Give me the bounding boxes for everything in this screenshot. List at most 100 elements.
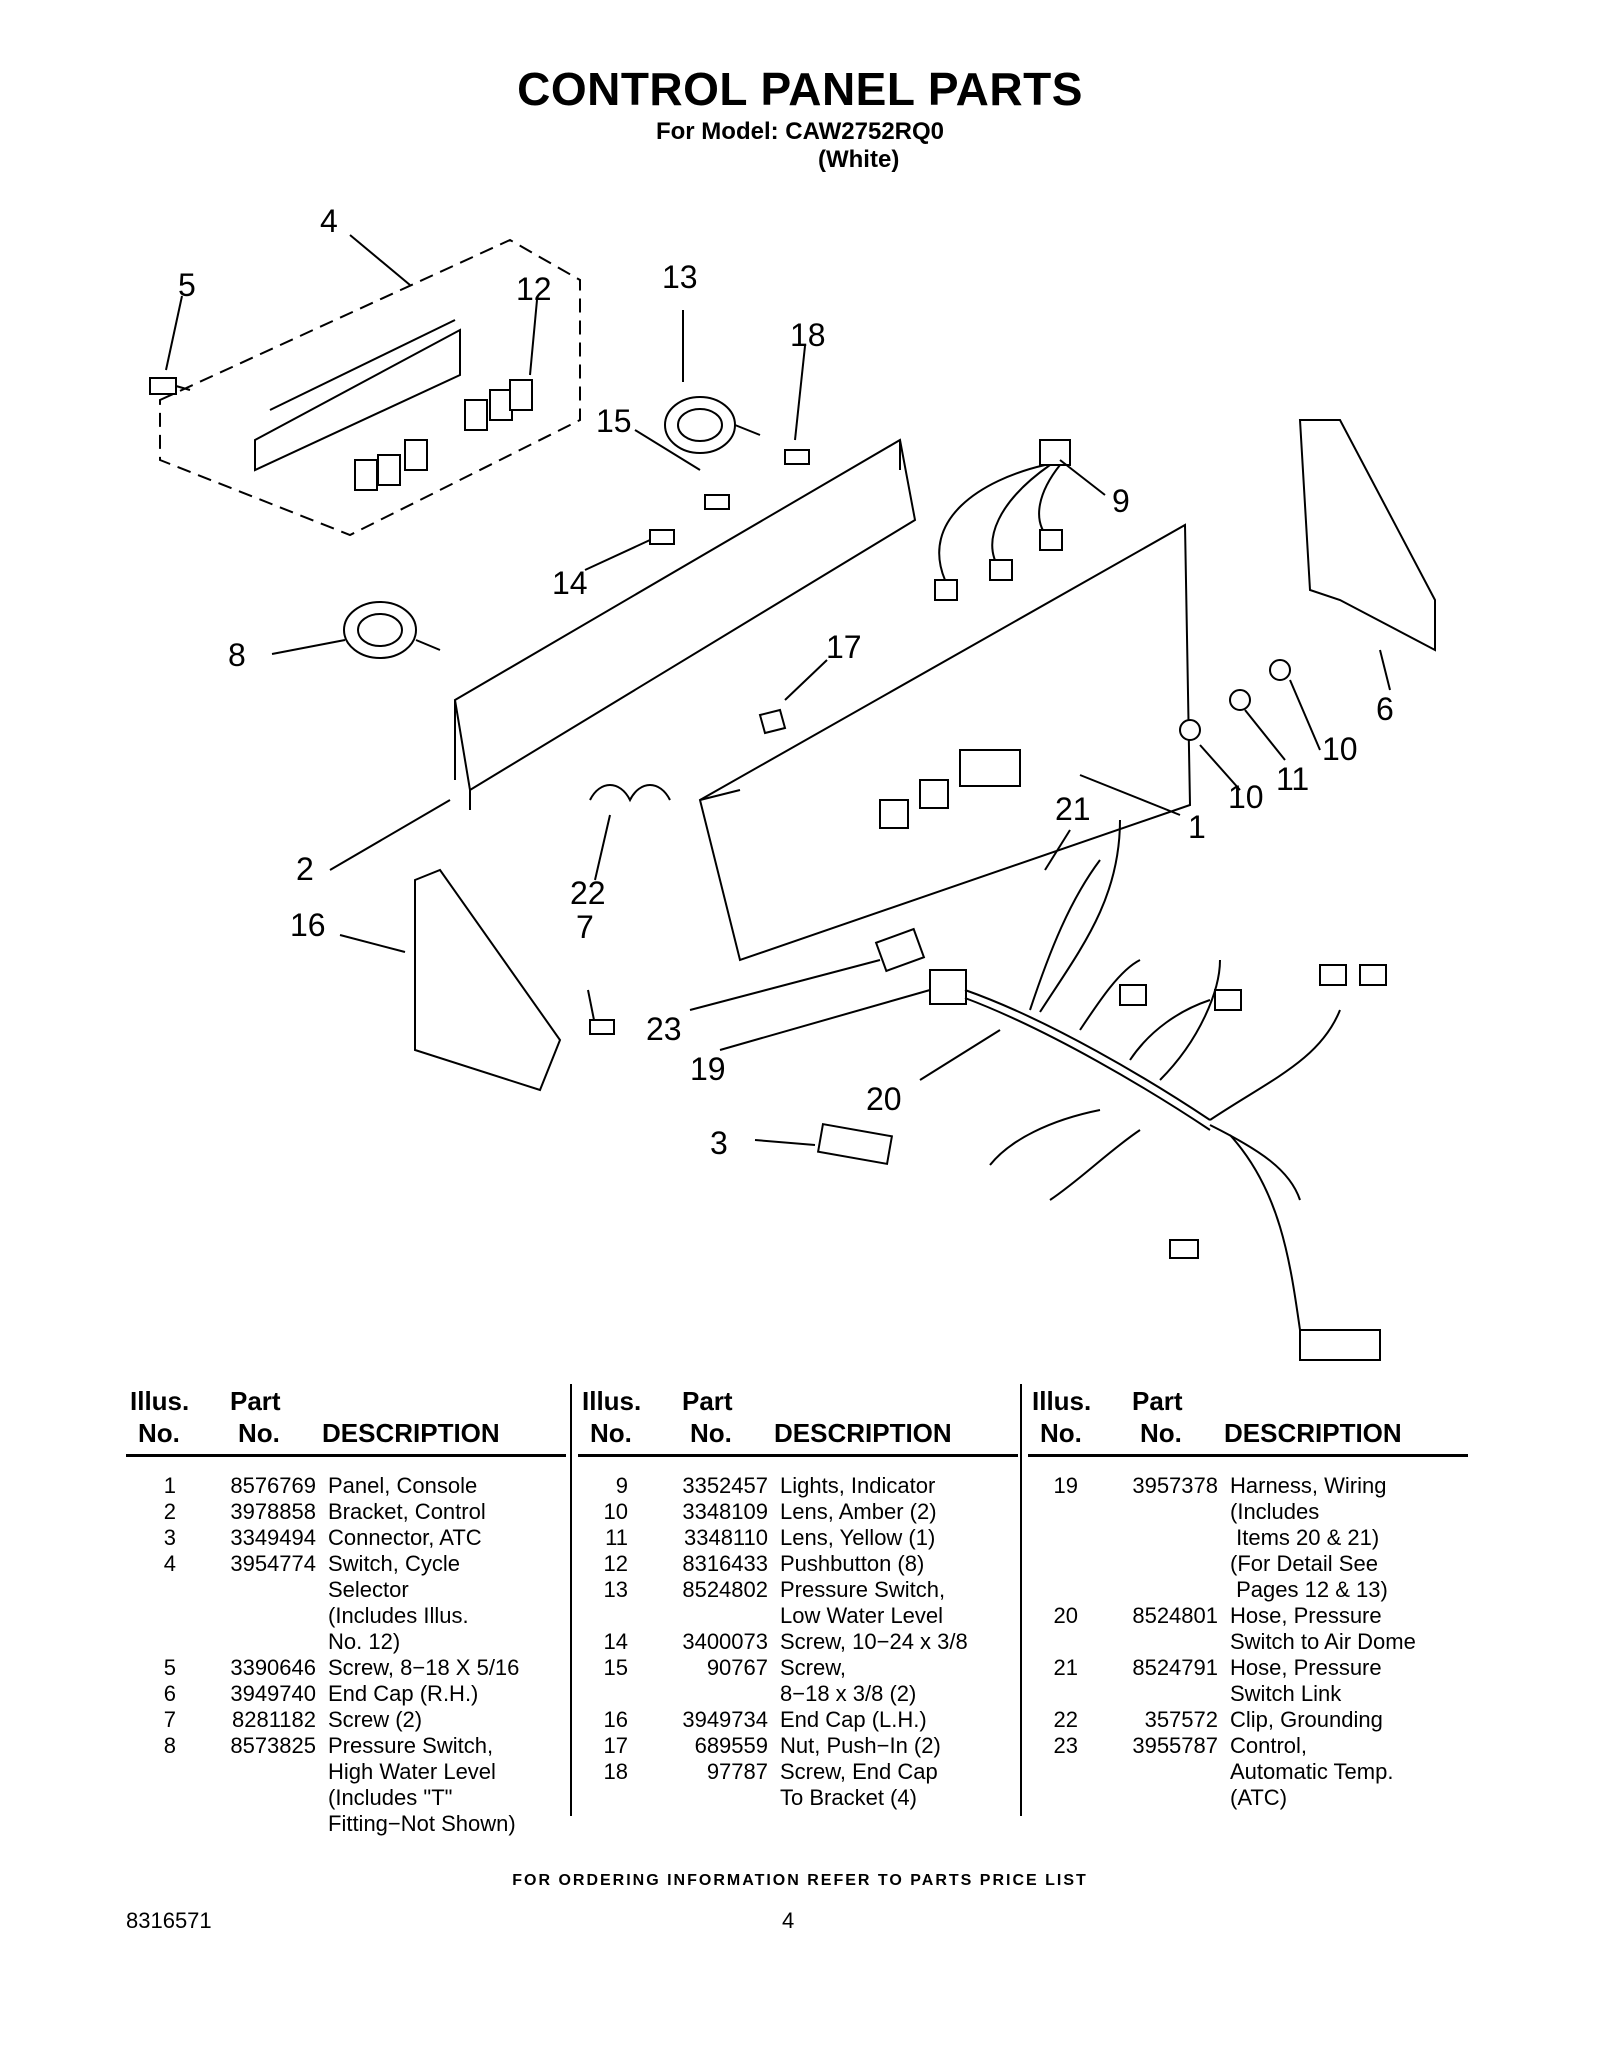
description-cell: Hose, Pressure: [1230, 1603, 1382, 1628]
description-cell: Screw, 8−18 X 5/16: [328, 1655, 520, 1680]
illus-no-cell: 22: [1053, 1707, 1078, 1732]
description-cell: No. 12): [328, 1629, 401, 1654]
control-bracket: [453, 438, 917, 792]
table-row: 8−18 x 3/8 (2): [578, 1681, 1018, 1707]
callout-8: 8: [228, 637, 246, 673]
table-row: Low Water Level: [578, 1603, 1018, 1629]
description-cell: Pages 12 & 13): [1230, 1577, 1388, 1602]
callout-10-lower: 10: [1228, 779, 1264, 815]
callout-14: 14: [552, 565, 588, 601]
illus-no-cell: 3: [163, 1525, 176, 1550]
description-cell: Screw,: [780, 1655, 847, 1680]
table-header: Illus. No. Part No. DESCRIPTION: [126, 1384, 566, 1457]
description-cell: Automatic Temp.: [1230, 1759, 1394, 1784]
part-no-cell: [176, 1603, 316, 1629]
part-no-cell: 357572: [1144, 1707, 1218, 1732]
table-header: Illus. No. Part No. DESCRIPTION: [578, 1384, 1018, 1457]
part-no-cell: 90767: [706, 1655, 768, 1680]
screw-7: [589, 1019, 615, 1035]
wiring-harness: [964, 819, 1387, 1361]
illus-no-cell: [1028, 1759, 1078, 1785]
description-cell: Lights, Indicator: [780, 1473, 936, 1498]
description-cell: Switch to Air Dome: [1230, 1629, 1416, 1654]
illus-no-cell: 15: [603, 1655, 628, 1680]
switch-assembly-outline: [159, 238, 581, 537]
description-cell: Screw, End Cap: [780, 1759, 938, 1784]
header-illus-no: No.: [590, 1418, 632, 1448]
table-row: Pages 12 & 13): [1028, 1577, 1468, 1603]
part-no-cell: [1078, 1681, 1218, 1707]
table-row: (ATC): [1028, 1785, 1468, 1811]
header-part: Part: [230, 1386, 281, 1416]
callout-3: 3: [710, 1125, 728, 1161]
header-part: Part: [682, 1386, 733, 1416]
description-cell: (ATC): [1230, 1785, 1288, 1810]
description-cell: Items 20 & 21): [1230, 1525, 1380, 1550]
description-cell: (For Detail See: [1230, 1551, 1378, 1576]
description-cell: Clip, Grounding: [1230, 1707, 1383, 1732]
table-row: Items 20 & 21): [1028, 1525, 1468, 1551]
part-no-cell: 8524801: [1132, 1603, 1218, 1628]
part-no-cell: 689559: [694, 1733, 768, 1758]
description-cell: Fitting−Not Shown): [328, 1811, 516, 1836]
part-no-cell: [1078, 1525, 1218, 1551]
part-no-cell: [628, 1785, 768, 1811]
illus-no-cell: 6: [163, 1681, 176, 1706]
part-no-cell: [176, 1759, 316, 1785]
table-row: (For Detail See: [1028, 1551, 1468, 1577]
header-part-no: No.: [238, 1418, 280, 1448]
illus-no-cell: 16: [603, 1707, 628, 1732]
table-row: (Includes "T": [126, 1785, 566, 1811]
illus-no-cell: 4: [163, 1551, 176, 1576]
description-cell: (Includes Illus.: [328, 1603, 469, 1628]
harness-connector: [929, 969, 967, 1005]
header-description: DESCRIPTION: [774, 1418, 952, 1448]
description-cell: Switch, Cycle: [328, 1551, 461, 1576]
callout-9: 9: [1112, 483, 1130, 519]
part-no-cell: [1078, 1499, 1218, 1525]
header-illus-no: No.: [138, 1418, 180, 1448]
model-line: For Model: CAW2752RQ0: [655, 118, 945, 145]
callout-7: 7: [576, 909, 594, 945]
description-cell: Screw, 10−24 x 3/8: [780, 1629, 968, 1654]
lens-amber-lower: [1179, 719, 1201, 741]
description-cell: Hose, Pressure: [1230, 1655, 1382, 1680]
callout-19: 19: [690, 1051, 726, 1087]
description-cell: Pressure Switch,: [780, 1577, 946, 1602]
table-row: Switch Link: [1028, 1681, 1468, 1707]
part-no-cell: [1078, 1759, 1218, 1785]
end-cap-lh: [414, 868, 562, 1092]
console-panel: [698, 523, 1192, 962]
description-cell: Pressure Switch,: [328, 1733, 494, 1758]
illus-no-cell: 2: [163, 1499, 176, 1524]
pressure-switch-high: [343, 601, 441, 659]
table-row: Selector: [126, 1577, 566, 1603]
end-cap-rh: [1298, 419, 1436, 652]
illus-no-cell: 18: [603, 1759, 628, 1784]
grounding-clip: [589, 784, 671, 803]
illus-no-cell: [1028, 1499, 1078, 1525]
page-title: CONTROL PANEL PARTS: [517, 63, 1083, 115]
part-no-cell: [1078, 1785, 1218, 1811]
header-description: DESCRIPTION: [322, 1418, 500, 1448]
part-no-cell: 3390646: [230, 1655, 316, 1680]
illus-no-cell: 11: [605, 1525, 628, 1550]
description-cell: (Includes: [1230, 1499, 1320, 1524]
part-no-cell: 3954774: [230, 1551, 316, 1576]
callout-20: 20: [866, 1081, 902, 1117]
pressure-switch-low: [664, 396, 761, 454]
part-no-cell: 3348109: [682, 1499, 768, 1524]
